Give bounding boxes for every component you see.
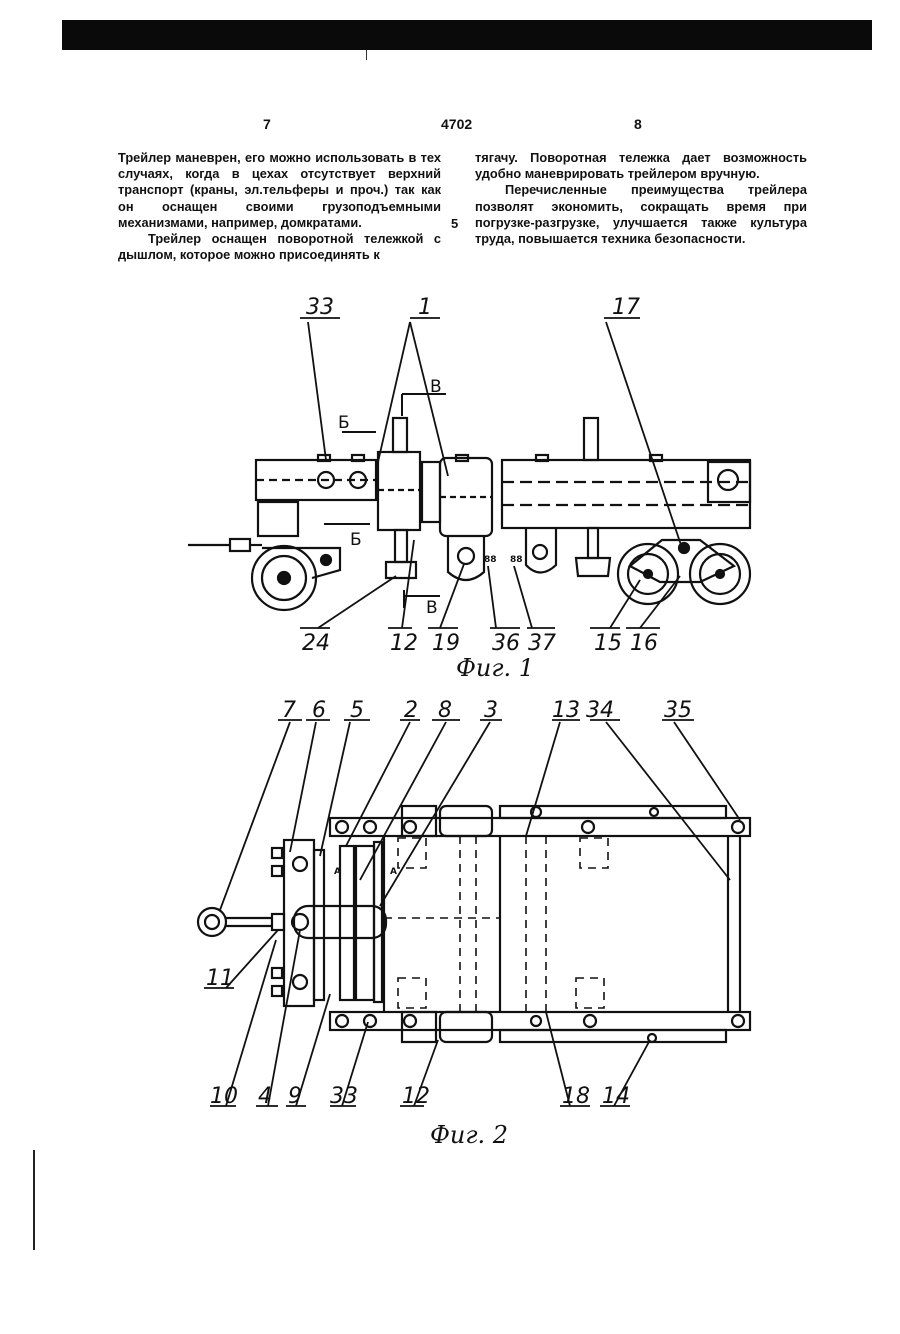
text-column-right: тягачу. Поворотная тележка дает возможно… [475, 150, 807, 247]
label-19: 19 [432, 631, 460, 656]
paragraph: Трейлер оснащен поворотной тележкой с ды… [118, 231, 441, 263]
scan-tick [366, 50, 367, 60]
label-7: 7 [282, 698, 296, 723]
label-12-fig2: 12 [402, 1084, 430, 1109]
label-6: 6 [312, 698, 326, 723]
label-15: 15 [594, 631, 622, 656]
label-33-fig2: 33 [330, 1084, 358, 1109]
chain-marks: 88 88 [484, 555, 523, 565]
svg-text:88: 88 [510, 555, 523, 565]
label-14: 14 [602, 1084, 630, 1109]
label-24: 24 [302, 631, 330, 656]
label-1: 1 [418, 295, 432, 320]
paragraph: тягачу. Поворотная тележка дает возможно… [475, 150, 807, 182]
scan-edge-mark [33, 1150, 35, 1250]
label-33: 33 [306, 295, 334, 320]
label-16: 16 [630, 631, 658, 656]
label-36: 36 [492, 631, 520, 656]
page-number-right: 8 [634, 116, 642, 132]
scan-top-bar [62, 20, 872, 50]
section-mark-a: A [390, 867, 397, 877]
label-5: 5 [350, 698, 364, 723]
section-v-bottom: В [426, 598, 438, 618]
page-number-left: 7 [263, 116, 271, 132]
label-35: 35 [664, 698, 692, 723]
label-12: 12 [390, 631, 418, 656]
figure-1-side-view: 88 88 Б Б В В 33 1 17 24 12 19 36 37 15 … [0, 290, 900, 690]
line-number-marker: 5 [451, 216, 458, 231]
section-v-top: В [430, 377, 442, 397]
label-10: 10 [210, 1084, 238, 1109]
label-4: 4 [258, 1084, 272, 1109]
plan-drawing [198, 806, 750, 1042]
trailer-drawing [188, 418, 750, 610]
text-column-left: Трейлер маневрен, его можно использовать… [118, 150, 441, 263]
label-2: 2 [404, 698, 418, 723]
label-37: 37 [528, 631, 556, 656]
paragraph: Трейлер маневрен, его можно использовать… [118, 150, 441, 231]
label-17: 17 [612, 295, 640, 320]
svg-text:88: 88 [484, 555, 497, 565]
figure-2-plan-view: A A 7 6 5 2 8 3 13 34 35 11 10 4 9 33 12… [0, 690, 900, 1160]
patent-number: 4702 [441, 116, 472, 132]
figure-1-caption: Фиг. 1 [456, 654, 534, 682]
section-mark-a: A [334, 867, 341, 877]
label-9: 9 [288, 1084, 302, 1109]
label-8: 8 [438, 698, 452, 723]
label-3: 3 [484, 698, 498, 723]
label-34: 34 [586, 698, 614, 723]
label-11: 11 [206, 966, 234, 991]
section-b-top: Б [338, 413, 350, 433]
label-13: 13 [552, 698, 580, 723]
label-18: 18 [562, 1084, 590, 1109]
part-mark: 8 [180, 551, 181, 553]
figure-2-caption: Фиг. 2 [430, 1121, 508, 1149]
section-b-bottom: Б [350, 530, 362, 550]
paragraph: Перечисленные преимущества трейлера позв… [475, 182, 807, 247]
